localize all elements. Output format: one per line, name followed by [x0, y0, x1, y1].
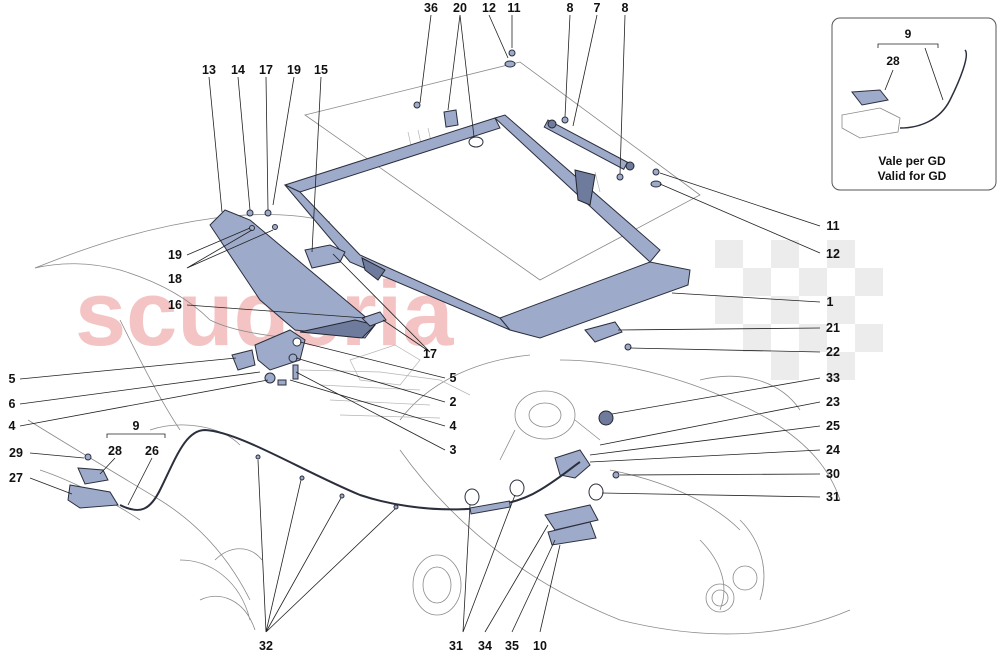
callout-35: 35 [505, 639, 519, 653]
callout-labels: 36 20 12 11 8 7 8 13 14 17 19 15 11 12 1… [9, 1, 840, 653]
inset-group-label: 9 [905, 27, 912, 41]
callout-12-right: 12 [826, 247, 840, 261]
callout-36: 36 [424, 1, 438, 15]
checkered-flag-watermark [715, 240, 883, 380]
callout-29: 29 [9, 446, 23, 460]
callout-13: 13 [202, 63, 216, 77]
callout-17-mid: 17 [423, 347, 437, 361]
fasteners [84, 49, 662, 510]
callout-20: 20 [453, 1, 467, 15]
callout-4-mid: 4 [450, 419, 457, 433]
callout-5-left: 5 [9, 372, 16, 386]
callout-21: 21 [826, 321, 840, 335]
callout-1: 1 [827, 295, 834, 309]
callout-30: 30 [826, 467, 840, 481]
callout-32: 32 [259, 639, 273, 653]
callout-15: 15 [314, 63, 328, 77]
callout-6: 6 [9, 397, 16, 411]
callout-11-top: 11 [507, 1, 520, 15]
callout-14: 14 [231, 63, 245, 77]
car-body-outline [27, 214, 851, 635]
callout-19-left: 19 [168, 248, 182, 262]
callout-22: 22 [826, 345, 840, 359]
callout-10: 10 [533, 639, 547, 653]
callout-5-mid: 5 [450, 371, 457, 385]
inset-caption-line2: Valid for GD [878, 169, 947, 183]
release-cable [67, 428, 581, 515]
callout-31-right: 31 [826, 490, 840, 504]
gas-strut [543, 119, 635, 171]
inset-caption-line1: Vale per GD [878, 154, 946, 168]
callout-8-left: 8 [567, 1, 574, 15]
callout-8-right: 8 [622, 1, 629, 15]
callout-26: 26 [145, 444, 159, 458]
callout-31-bottom: 31 [449, 639, 463, 653]
callout-16: 16 [168, 298, 182, 312]
callout-34: 34 [478, 639, 492, 653]
inset-panel: 9 28 Vale per GD Valid for GD [831, 17, 997, 191]
callout-4-left: 4 [9, 419, 16, 433]
callout-12-top: 12 [482, 1, 496, 15]
callout-25: 25 [826, 419, 840, 433]
callout-17-top: 17 [259, 63, 273, 77]
callout-19-top: 19 [287, 63, 301, 77]
callout-9: 9 [133, 419, 140, 433]
side-panel [209, 209, 376, 339]
inset-release-handle [851, 89, 889, 106]
engine-lid-frame [283, 114, 691, 339]
callout-23: 23 [826, 395, 840, 409]
callout-27: 27 [9, 471, 23, 485]
callout-2: 2 [450, 395, 457, 409]
callout-7: 7 [594, 1, 601, 15]
callout-11-right: 11 [826, 219, 839, 233]
callout-24: 24 [826, 443, 840, 457]
callout-18: 18 [168, 272, 182, 286]
leader-lines [19, 14, 821, 633]
callout-33: 33 [826, 371, 840, 385]
callout-3: 3 [450, 443, 457, 457]
callout-28: 28 [108, 444, 122, 458]
inset-part-label: 28 [886, 54, 900, 68]
hinge-assembly [231, 244, 623, 546]
